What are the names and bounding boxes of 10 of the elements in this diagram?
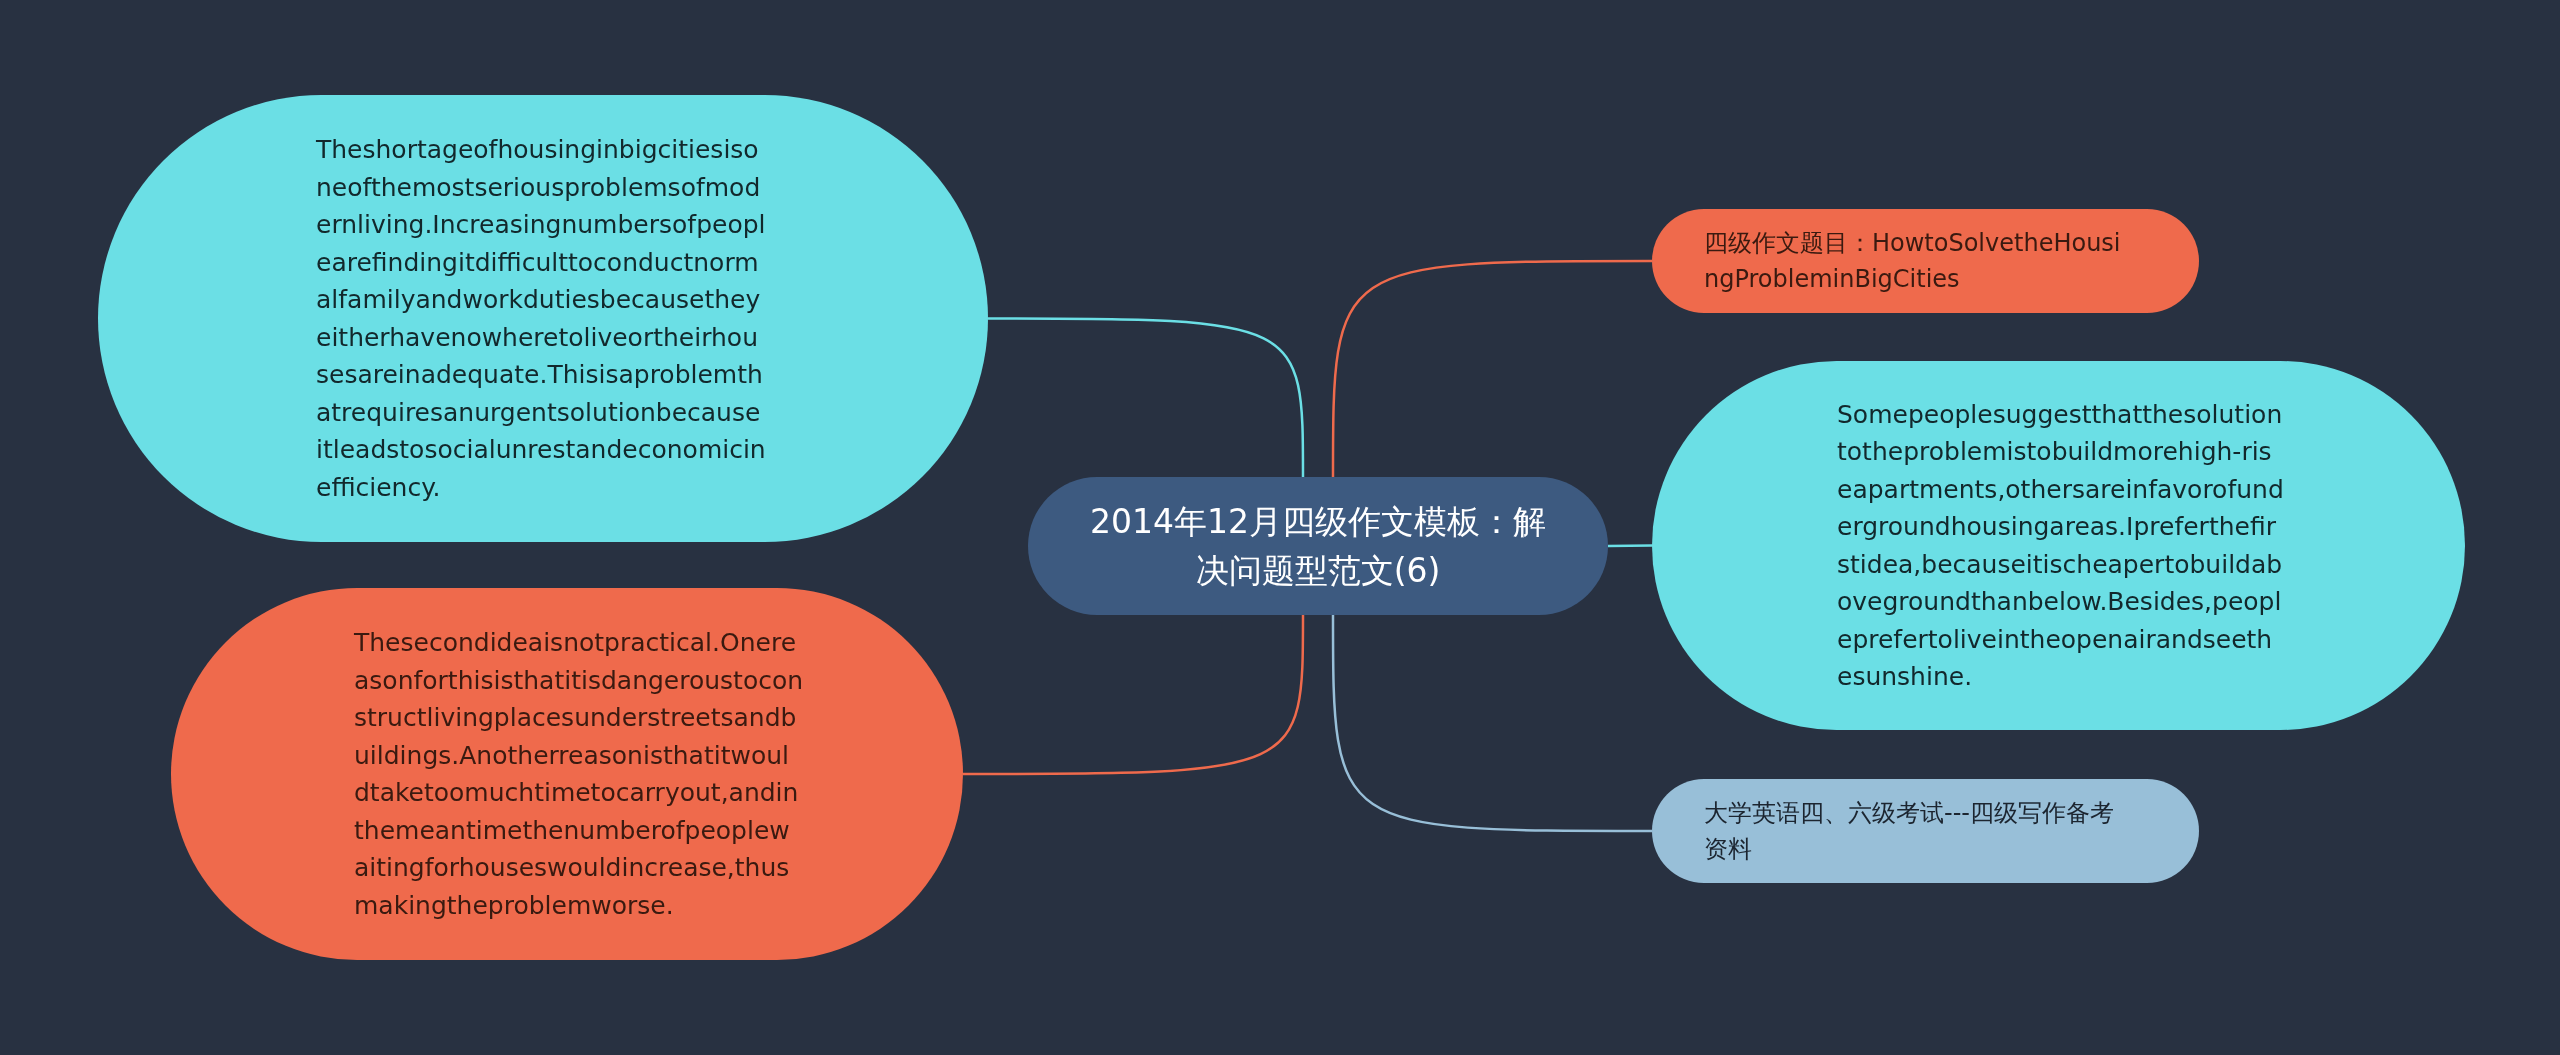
connector-line xyxy=(1608,544,1652,548)
connector-line xyxy=(1331,259,1652,477)
connector-line xyxy=(963,615,1305,776)
topic-text: Theshortageofhousinginbigcitiesisoneofthemostseriousproblemsofmodernliving.Increasingnumbersofpeoplearefindingitdifficulttoconductnormalfamilyandworkdutiesbecausetheyeitherhavenowheretoliveortheirhousesareinadequate.Thisisaproblemthatrequiresanurgentsolutionbecauseitleadstosocialunrestandeconomicinefficiency. xyxy=(316,134,766,504)
topic-text: 大学英语四、六级考试---四级写作备考资料 xyxy=(1704,798,2115,865)
topic-text: 四级作文题目：HowtoSolvetheHousingProbleminBigCities xyxy=(1704,228,2122,295)
topic-text: Thesecondideaisnotpractical.Onereasonforthisisthatitisdangeroustoconstructlivingplacesunderstreetsandbuildings.Anotherreasonisthatitwouldtaketoomuchtimetocarryout,andinthemeantimethenumberofpeoplewaitingforhouseswouldincrease,thusmakingtheproblemworse. xyxy=(354,627,804,922)
topic-text: Somepeoplesuggestthatthesolutiontotheproblemistobuildmorehigh-riseapartments,othersareinfavorofundergroundhousingareas.Ipreferthefirstidea,becauseitischeapertobuildabovegroundthanbelow.Besides,peopleprefertoliveintheopenairandseethesunshine. xyxy=(1837,398,2285,693)
topic-text: 2014年12月四级作文模板：解决问题型范文(6) xyxy=(1089,500,1547,592)
connector-line xyxy=(988,317,1305,477)
